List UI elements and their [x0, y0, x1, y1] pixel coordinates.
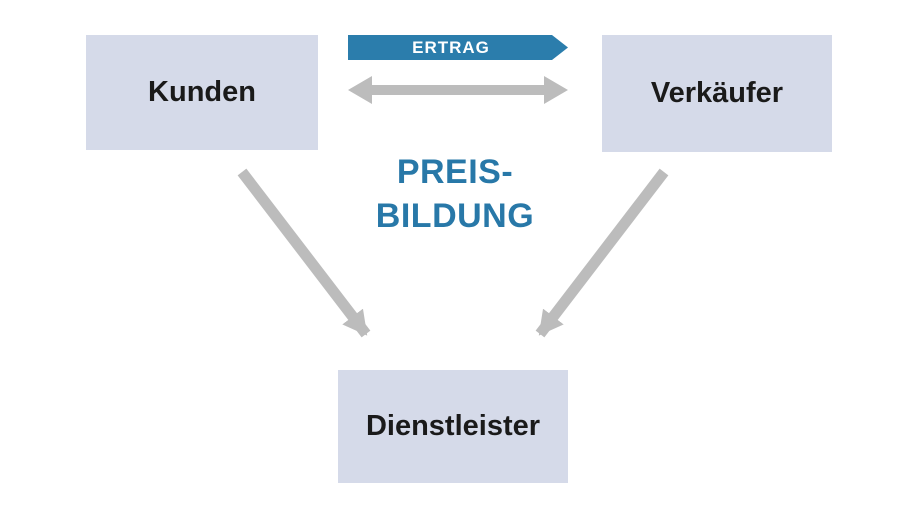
- arrow-verkaeufer-dienstleister: [535, 168, 669, 338]
- node-verkaeufer-label: Verkäufer: [650, 77, 784, 109]
- node-kunden-label: Kunden: [148, 76, 256, 108]
- center-title-line2: BILDUNG: [375, 197, 535, 235]
- node-dienstleister-label: Dienstleister: [365, 410, 541, 442]
- node-dienstleister: Dienstleister: [338, 370, 568, 483]
- center-title: PREIS- BILDUNG: [330, 150, 580, 238]
- node-kunden: Kunden: [86, 35, 318, 150]
- ertrag-arrow-label: ERTRAG: [348, 35, 554, 60]
- exchange-double-arrow: [348, 76, 568, 104]
- arrow-kunden-dienstleister: [237, 168, 371, 338]
- ertrag-arrow-shape: [348, 35, 568, 60]
- ertrag-arrow-label-text: ERTRAG: [412, 37, 490, 57]
- node-verkaeufer: Verkäufer: [602, 35, 832, 152]
- center-title-line1: PREIS-: [396, 153, 514, 191]
